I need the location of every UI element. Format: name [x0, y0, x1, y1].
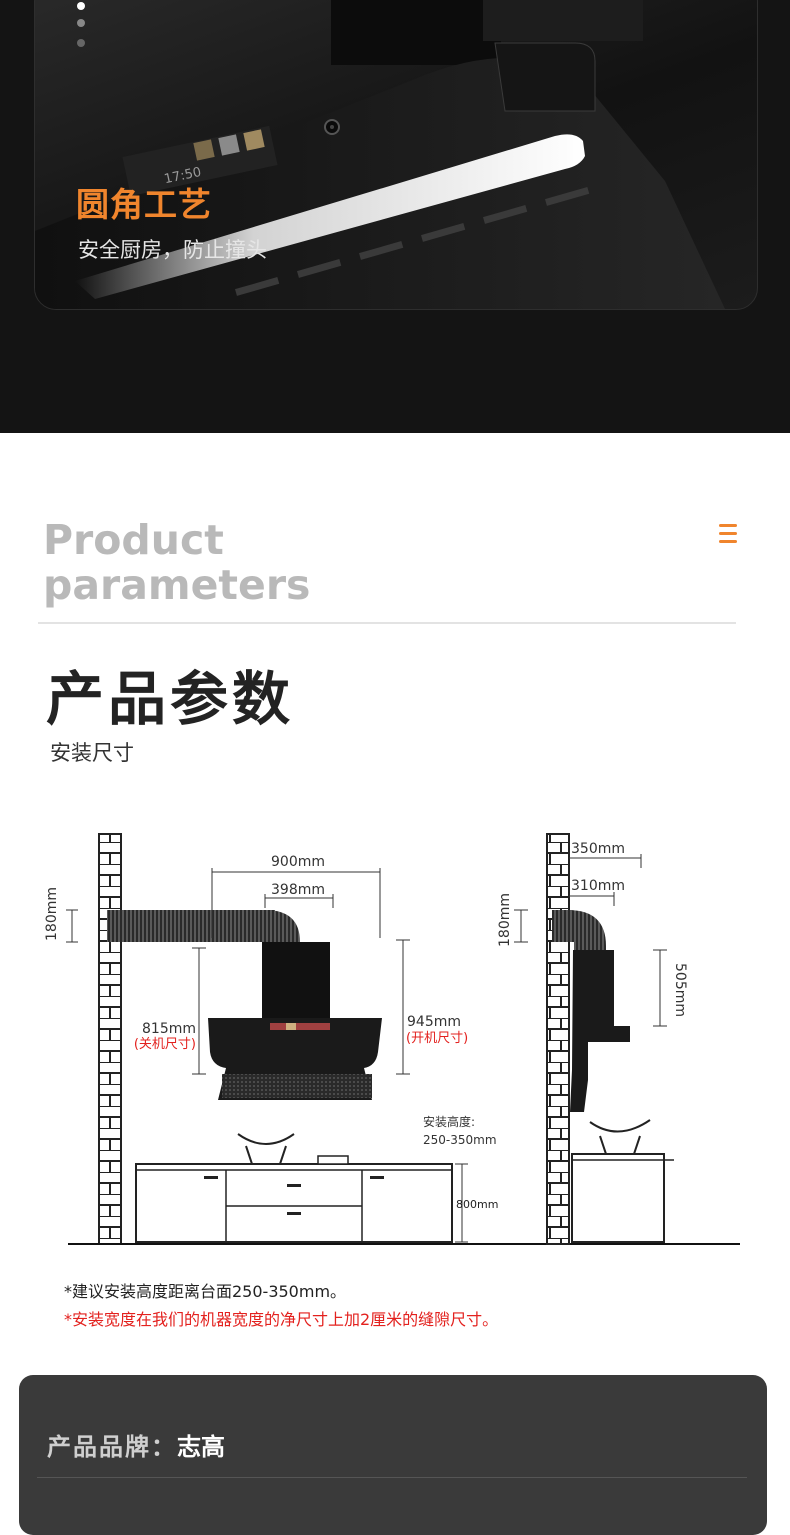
wall-side [546, 833, 570, 1245]
install-height-value: 250-350mm [423, 1133, 497, 1147]
spec-value-brand: 志高 [177, 1433, 225, 1461]
installation-dimension-diagram: 900mm 398mm 180mm 815mm (关机尺寸) 945mm (开机… [0, 820, 790, 1260]
section-divider [38, 622, 736, 624]
carousel-dot[interactable] [77, 19, 85, 27]
spec-card: 产品品牌：志高 [19, 1375, 767, 1535]
dim-duct-height-front: 180mm [44, 887, 60, 941]
dim-depth-outlet: 310mm [571, 878, 625, 894]
dim-counter-height: 800mm [456, 1198, 498, 1211]
hood-body-side [570, 950, 630, 1112]
install-height-label: 安装高度: [423, 1114, 475, 1129]
hero-product-image: 17:50 [34, 0, 758, 310]
install-warning-note: *安装宽度在我们的机器宽度的净尺寸上加2厘米的缝隙尺寸。 [64, 1310, 499, 1329]
spec-key-brand: 产品品牌： [47, 1433, 177, 1461]
dim-open-height: 945mm [407, 1014, 461, 1030]
hero-banner: 17:50 圆角工艺 安全厨房，防止撞头 [0, 0, 790, 433]
dim-width-outlet: 398mm [271, 882, 325, 898]
spec-divider [37, 1477, 747, 1478]
section-title-english-line1: Product [43, 516, 224, 564]
dim-closed-label: (关机尺寸) [134, 1037, 196, 1052]
section-title-english-line2: parameters [43, 561, 311, 609]
exhaust-duct-front [107, 910, 275, 942]
dim-depth-total: 350mm [571, 841, 625, 857]
exhaust-duct-side [568, 910, 606, 952]
spec-row-brand: 产品品牌：志高 [47, 1427, 225, 1462]
wall-front [98, 833, 122, 1245]
side-view: 350mm 310mm 180mm 505mm [497, 833, 688, 1245]
dim-duct-height-side: 180mm [497, 893, 513, 947]
dim-closed-height: 815mm [142, 1021, 196, 1037]
dim-width-total: 900mm [271, 854, 325, 870]
section-subtitle: 安装尺寸 [50, 741, 134, 765]
cabinet-front [135, 1163, 453, 1243]
section-title-chinese: 产品参数 [46, 665, 295, 733]
dim-open-label: (开机尺寸) [406, 1031, 468, 1046]
section-title-english: Product parameters [43, 518, 310, 608]
hero-title: 圆角工艺 [76, 185, 212, 224]
dim-body-height-side: 505mm [672, 963, 688, 1017]
hood-chimney-front [262, 942, 330, 1018]
hero-subtitle: 安全厨房，防止撞头 [78, 238, 267, 262]
install-note: *建议安装高度距离台面250-350mm。 [64, 1282, 347, 1301]
cabinet-side [571, 1153, 665, 1243]
hamburger-icon[interactable] [717, 522, 739, 546]
range-hood-illustration: 17:50 [35, 0, 725, 309]
carousel-dot-active[interactable] [77, 2, 85, 10]
front-view: 900mm 398mm 180mm 815mm (关机尺寸) 945mm (开机… [44, 833, 740, 1245]
carousel-dot[interactable] [77, 39, 85, 47]
